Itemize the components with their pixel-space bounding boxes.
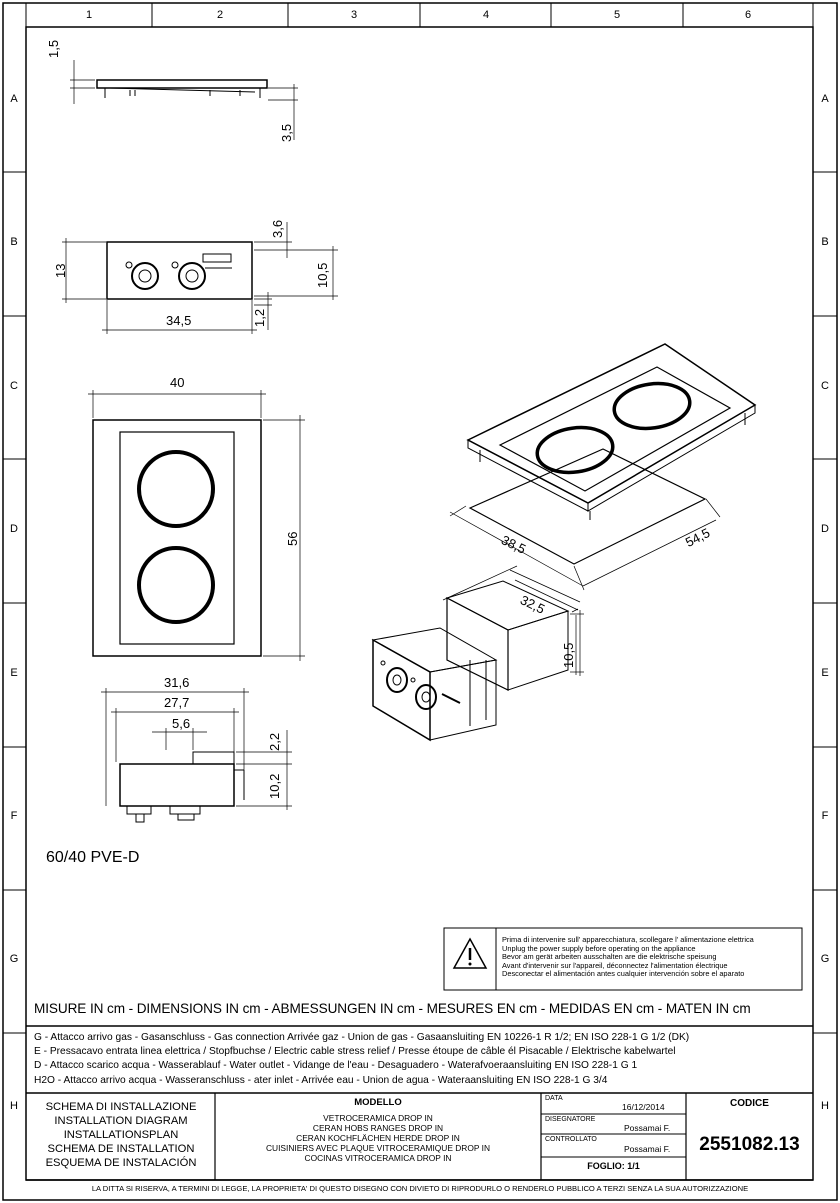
warning-line: Prima di intervenire sull' apparecchiatu… xyxy=(502,935,754,944)
column-number: 5 xyxy=(613,9,621,21)
row-letter: F xyxy=(10,810,18,822)
row-letter: D xyxy=(10,523,18,535)
legend-line: H2O - Attacco arrivo acqua - Wasseransch… xyxy=(34,1074,608,1086)
column-number: 6 xyxy=(744,9,752,21)
dimension-label: 1,5 xyxy=(46,39,61,58)
row-letter: F xyxy=(821,810,829,822)
legend-line: E - Pressacavo entrata linea elettrica /… xyxy=(34,1046,676,1058)
schema-line: ESQUEMA DE INSTALACIÓN xyxy=(45,1157,197,1169)
isometric-control-box xyxy=(371,627,498,742)
model-label: 60/40 PVE-D xyxy=(46,849,140,866)
dimension-label: 2,2 xyxy=(267,732,282,751)
modello-line: VETROCERAMICA DROP IN xyxy=(323,1113,433,1123)
designer-label: DISEGNATORE xyxy=(545,1116,596,1123)
warning-text: Prima di intervenire sull' apparecchiatu… xyxy=(502,935,800,979)
row-letter: G xyxy=(820,953,830,965)
dimension-label: 40 xyxy=(170,375,185,390)
box-section-view xyxy=(101,688,292,823)
dimension-label: 56 xyxy=(285,531,300,546)
modello-line: CUISINIERS AVEC PLAQUE VITROCERAMIQUE DR… xyxy=(266,1143,490,1153)
isometric-box xyxy=(445,579,579,691)
iso-dimension-lines xyxy=(442,565,584,676)
dimension-label: 3,5 xyxy=(279,123,294,142)
designer-value: Possamai F. xyxy=(624,1123,671,1133)
row-letter: A xyxy=(821,93,829,105)
footer-notice: LA DITTA SI RISERVA, A TERMINI DI LEGGE,… xyxy=(91,1184,749,1193)
legend-line: D - Attacco scarico acqua - Wasserablauf… xyxy=(34,1060,638,1072)
data-value: 16/12/2014 xyxy=(622,1102,665,1112)
column-number: 2 xyxy=(216,9,224,21)
schema-line: SCHEMA DE INSTALLATION xyxy=(47,1143,195,1155)
modello-line: CERAN KOCHFLÄCHEN HERDE DROP IN xyxy=(296,1133,460,1143)
dimension-label: 1,2 xyxy=(252,308,267,327)
row-letter: G xyxy=(9,953,19,965)
modello-line: COCINAS VITROCERAMICA DROP IN xyxy=(304,1153,452,1163)
schema-line: INSTALLATION DIAGRAM xyxy=(54,1115,188,1127)
dimension-label: 10,5 xyxy=(561,642,576,668)
row-letter: B xyxy=(821,236,829,248)
schema-line: SCHEMA DI INSTALLAZIONE xyxy=(45,1101,197,1113)
dimension-label: 34,5 xyxy=(166,313,192,328)
row-letter: C xyxy=(821,380,829,392)
row-letter: H xyxy=(10,1100,18,1112)
side-view xyxy=(70,60,298,140)
connection-legend: G - Attacco arrivo gas - Gasanschluss - … xyxy=(34,1031,809,1088)
checker-label: CONTROLLATO xyxy=(545,1136,597,1143)
dimension-label: 13 xyxy=(53,263,68,278)
modello-list: VETROCERAMICA DROP IN CERAN HOBS RANGES … xyxy=(217,1113,539,1163)
row-letter: H xyxy=(821,1100,829,1112)
legend-line: G - Attacco arrivo gas - Gasanschluss - … xyxy=(34,1032,690,1043)
dimension-label: 27,7 xyxy=(164,695,190,710)
modello-label: MODELLO xyxy=(354,1097,402,1108)
foglio: FOGLIO: 1/1 xyxy=(587,1161,640,1171)
warning-box xyxy=(443,927,803,991)
warning-line: Unplug the power supply before operating… xyxy=(502,943,696,953)
warning-triangle-icon xyxy=(452,937,488,969)
units-line: MISURE IN cm - DIMENSIONS IN cm - ABMESS… xyxy=(34,1001,751,1016)
column-number: 3 xyxy=(350,9,358,21)
dimension-label: 10,5 xyxy=(315,262,330,288)
column-number: 1 xyxy=(85,9,93,21)
warning-line: Desconectar el alimentación antes cualqu… xyxy=(502,969,745,979)
dimension-label: 5,6 xyxy=(172,716,191,731)
row-letter: E xyxy=(821,667,829,679)
column-number: 4 xyxy=(482,9,490,21)
top-view xyxy=(88,390,305,661)
isometric-hob xyxy=(449,343,757,591)
front-view xyxy=(62,222,338,334)
data-label: DATA xyxy=(545,1095,563,1102)
row-dividers xyxy=(3,171,837,1034)
warning-line: Avant d'intervenir sur l'appareil, décon… xyxy=(502,960,728,970)
dimension-label: 31,6 xyxy=(164,675,190,690)
dimension-label: 10,2 xyxy=(267,773,282,799)
schema-line: INSTALLATIONSPLAN xyxy=(63,1129,179,1141)
codice-label: CODICE xyxy=(730,1098,769,1109)
row-letter: A xyxy=(10,93,18,105)
codice-value: 2551082.13 xyxy=(699,1134,800,1155)
warning-line: Bevor am gerät arbeiten ausschalten are … xyxy=(502,952,717,962)
modello-line: CERAN HOBS RANGES DROP IN xyxy=(312,1123,444,1133)
dimension-label: 3,6 xyxy=(270,219,285,238)
row-letter: C xyxy=(10,380,18,392)
row-letter: D xyxy=(821,523,829,535)
schema-title: SCHEMA DI INSTALLAZIONE INSTALLATION DIA… xyxy=(30,1100,212,1170)
row-letter: E xyxy=(10,667,18,679)
checker-value: Possamai F. xyxy=(624,1144,671,1154)
row-letter: B xyxy=(10,236,18,248)
column-dividers xyxy=(25,3,814,27)
